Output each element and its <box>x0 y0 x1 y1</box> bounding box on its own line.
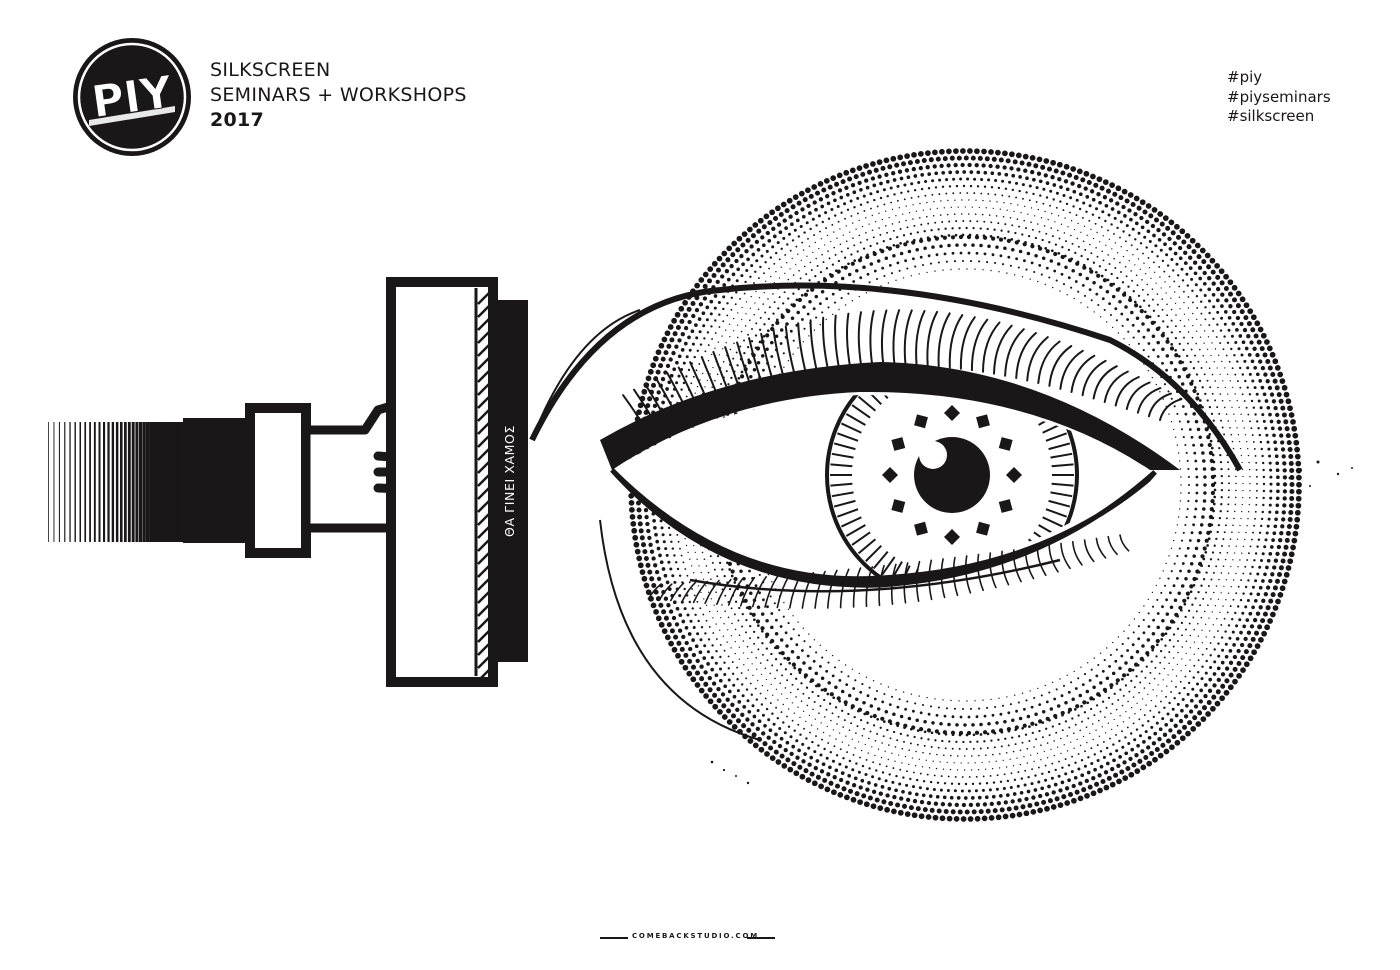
halftone-scatter <box>710 460 1353 785</box>
lower-eyelid <box>610 468 1157 588</box>
pupil-highlight <box>919 441 947 469</box>
motion-lines <box>48 422 191 542</box>
footer-credit: COMEBACKSTUDIO.COM <box>600 930 775 946</box>
hashtag-piyseminars: #piyseminars <box>1227 87 1331 106</box>
eye <box>529 282 1243 741</box>
footer-credit-text: COMEBACKSTUDIO.COM <box>632 932 759 940</box>
title-line-2: SEMINARS + WORKSHOPS <box>210 84 467 106</box>
title-line-1: SILKSCREEN <box>210 59 331 81</box>
upper-eyelid <box>600 362 1180 470</box>
iris-shapes <box>882 405 1022 545</box>
footer-rule-left <box>600 937 628 939</box>
sleeve-cuff <box>245 403 311 558</box>
piy-logo: PIY <box>73 38 191 156</box>
squeegee-hatch <box>474 288 491 682</box>
hashtag-list: #piy #piyseminars #silkscreen <box>1227 68 1331 127</box>
crease-line <box>539 309 641 421</box>
hashtag-piy: #piy <box>1227 68 1263 86</box>
squeegee-blade <box>493 300 528 662</box>
cheek-line <box>599 519 761 741</box>
upper-crease <box>529 282 1243 472</box>
eyelashes <box>622 309 1183 609</box>
logo-text: PIY <box>89 66 177 128</box>
sleeve <box>183 418 250 543</box>
footer-rule-right <box>747 937 775 939</box>
title-block: SILKSCREEN SEMINARS + WORKSHOPS 2017 <box>210 58 467 133</box>
title-year: 2017 <box>210 109 265 131</box>
squeegee-text: ΘΑ ΓΙΝΕΙ ΧΑΜΟΣ <box>502 425 517 537</box>
hashtag-silkscreen: #silkscreen <box>1227 107 1315 125</box>
